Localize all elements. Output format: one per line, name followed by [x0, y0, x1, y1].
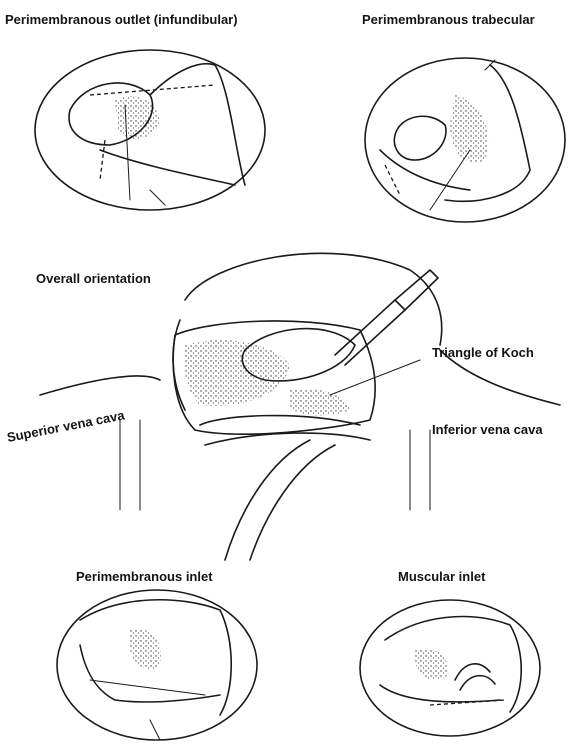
label-muscular-inlet: Muscular inlet: [398, 569, 486, 584]
label-inferior-vena-cava: Inferior vena cava: [432, 422, 543, 437]
label-superior-vena-cava: Superior vena cava: [6, 407, 127, 445]
label-perimembranous-trabecular: Perimembranous trabecular: [362, 12, 535, 27]
panel-perimembranous-inlet: [57, 590, 257, 740]
label-overall-orientation: Overall orientation: [36, 271, 151, 286]
panel-overall-orientation: [40, 253, 560, 560]
label-perimembranous-outlet: Perimembranous outlet (infundibular): [5, 12, 238, 27]
label-perimembranous-inlet: Perimembranous inlet: [76, 569, 213, 584]
label-triangle-of-koch: Triangle of Koch: [432, 345, 534, 360]
panel-muscular-inlet: [360, 600, 540, 736]
panel-perimembranous-trabecular: [365, 58, 565, 222]
panel-perimembranous-outlet: [35, 50, 265, 210]
